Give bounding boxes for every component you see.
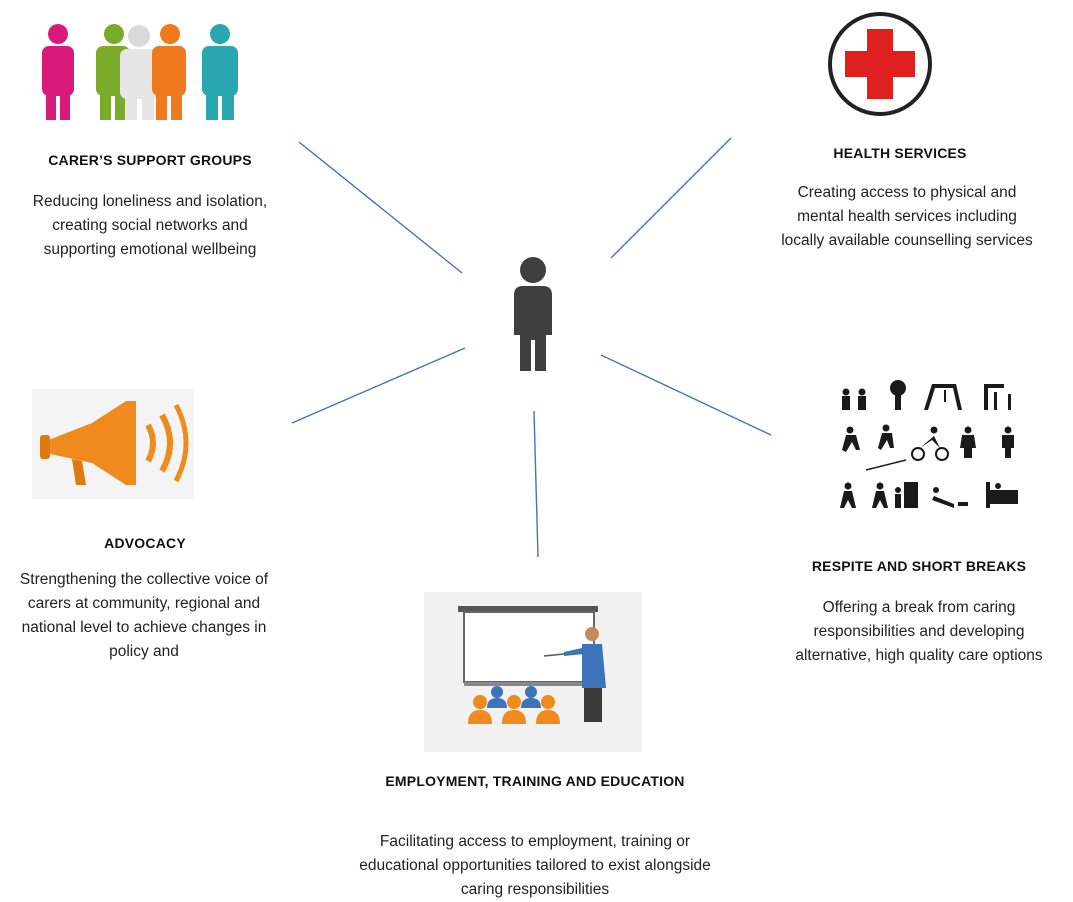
megaphone-icon <box>32 389 194 504</box>
activities-pictograms-icon <box>836 378 1026 518</box>
connector-employment <box>533 410 539 558</box>
people-group-icon <box>36 22 244 127</box>
red-cross-icon <box>827 11 933 122</box>
employment-description: Facilitating access to employment, train… <box>359 833 711 898</box>
support-groups-description: Reducing loneliness and isolation, creat… <box>32 193 268 258</box>
connector-health <box>610 137 732 259</box>
person-silhouette-icon <box>514 257 552 371</box>
support-groups-title: CARER’S SUPPORT GROUPS <box>48 152 252 168</box>
connector-support-groups <box>298 141 463 274</box>
respite-description: Offering a break from caring responsibil… <box>795 599 1043 664</box>
connector-respite <box>600 354 772 436</box>
connector-advocacy <box>291 347 466 424</box>
health-description: Creating access to physical and mental h… <box>781 184 1033 249</box>
classroom-presentation-icon <box>424 592 642 757</box>
respite-title: RESPITE AND SHORT BREAKS <box>811 558 1027 574</box>
employment-title: EMPLOYMENT, TRAINING AND EDUCATION <box>385 773 685 789</box>
center-person <box>508 255 558 376</box>
advocacy-description: Strengthening the collective voice of ca… <box>19 571 269 660</box>
health-title: HEALTH SERVICES <box>833 145 967 161</box>
advocacy-title: ADVOCACY <box>104 535 186 551</box>
